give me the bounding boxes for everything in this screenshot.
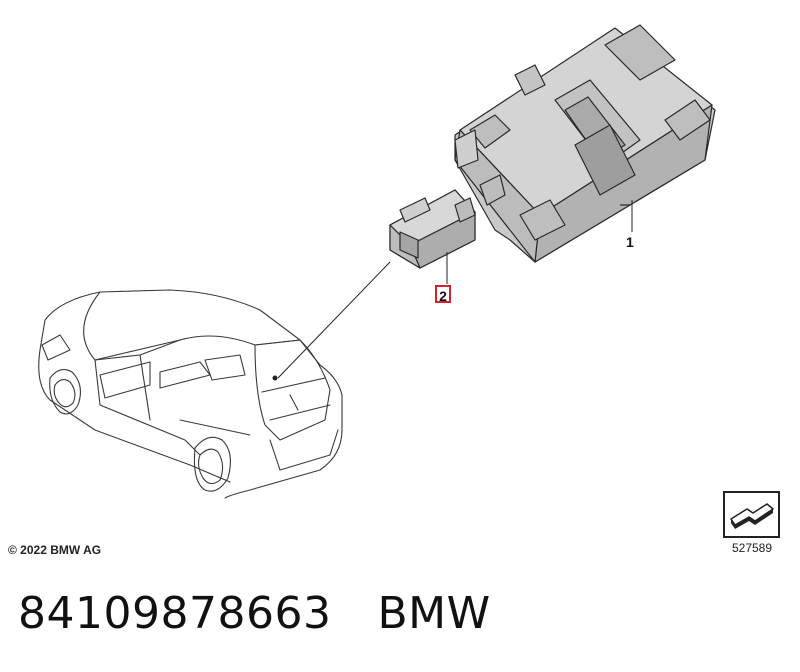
reference-number: 527589: [731, 541, 773, 555]
parts-diagram: [38, 24, 716, 499]
control-unit-illustration: [454, 24, 716, 263]
arrow-symbol-icon: [730, 503, 774, 529]
location-leader-line: [277, 261, 391, 379]
part-number: 84109878663: [18, 588, 332, 639]
copyright-text: © 2022 BMW AG: [8, 543, 102, 557]
callout-part-2-highlighted[interactable]: 2: [435, 285, 451, 304]
module-illustration: [389, 189, 476, 269]
vehicle-outline: [38, 289, 343, 499]
callout-part-1[interactable]: 1: [626, 234, 634, 250]
footer-caption: 84109878663 BMW: [18, 588, 491, 639]
reference-box: [723, 491, 780, 538]
brand-name: BMW: [377, 588, 491, 639]
location-dot: [272, 375, 278, 381]
